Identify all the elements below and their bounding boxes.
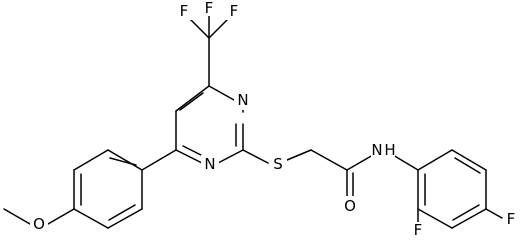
atom-s-label: S <box>273 155 283 173</box>
bond-ring <box>217 149 244 164</box>
atom-f-label: F <box>230 2 239 20</box>
bond-aryl <box>417 149 453 171</box>
bond-aryl-double <box>109 157 137 166</box>
bond-aryl <box>73 149 109 171</box>
atom-f-label: F <box>205 0 214 17</box>
bond-aryl-double <box>452 204 480 221</box>
atom-h-label: H <box>384 141 395 159</box>
bond-ring-double <box>182 145 202 156</box>
bond-ring <box>175 85 210 112</box>
bond-aryl-o <box>47 208 75 225</box>
atom-h-label: N <box>371 141 382 159</box>
bond-n-aryl <box>392 154 419 171</box>
bond-aryl-double <box>454 157 481 174</box>
bond-c-n <box>346 154 374 171</box>
bond-ring-aryl <box>141 149 177 171</box>
atom-n-label: N <box>237 91 248 109</box>
atom-o-label: O <box>33 215 45 233</box>
bond-o-ch3 <box>3 208 31 225</box>
bond-aryl-double <box>108 204 136 221</box>
bond-s-ch2 <box>286 149 312 161</box>
bond-ring <box>208 85 235 101</box>
bond-ch2-co <box>310 149 348 171</box>
atom-labels: F F F N N S N H O F F O <box>30 0 519 238</box>
bond-aryl <box>451 149 487 171</box>
bonds <box>3 11 503 229</box>
atom-f-label: F <box>507 210 516 228</box>
atom-f-label: F <box>414 221 423 238</box>
atom-f-label: F <box>180 2 189 20</box>
bond-aryl <box>73 208 109 229</box>
atom-o-label: O <box>344 197 356 215</box>
bond-ring-double <box>179 92 204 111</box>
bond-aryl-f <box>485 208 503 219</box>
bond-c-s <box>242 149 269 164</box>
atom-n-label: N <box>204 155 215 173</box>
bond-aryl <box>417 208 453 229</box>
bond-ring <box>175 149 203 164</box>
bond-aryl <box>451 208 487 229</box>
bond-aryl <box>107 208 143 229</box>
bond-aryl <box>107 149 143 171</box>
